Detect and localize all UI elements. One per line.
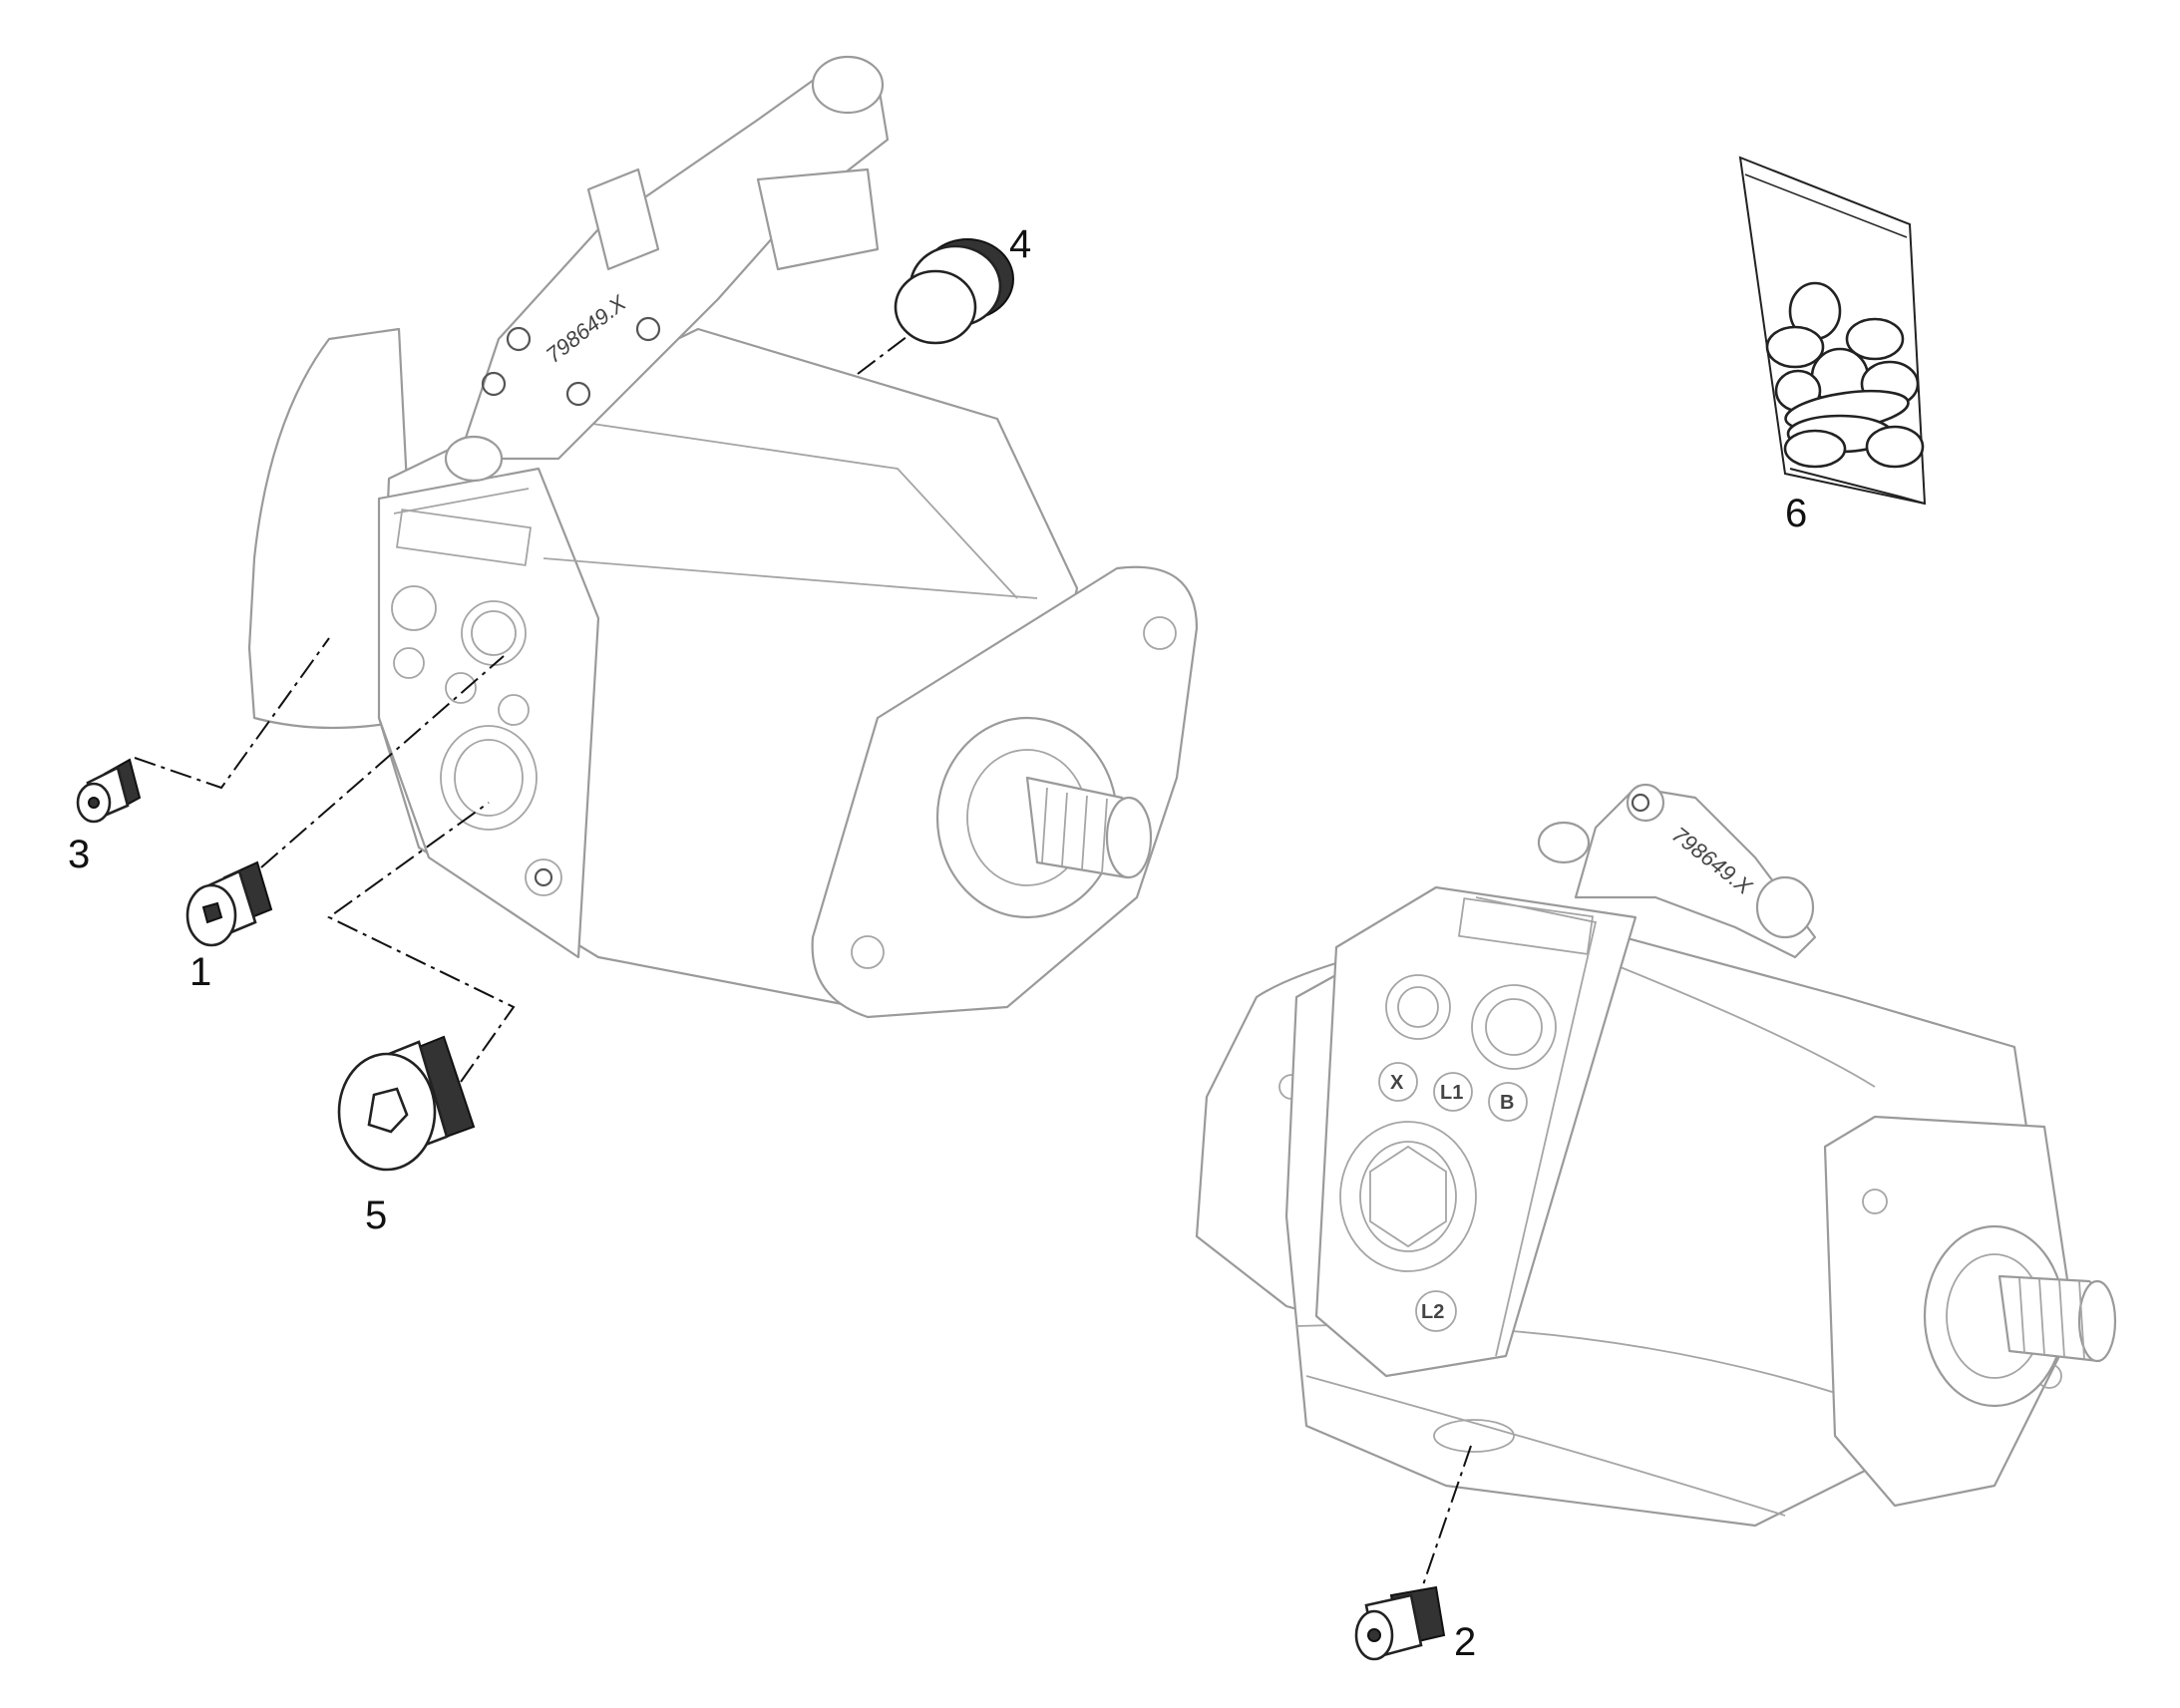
control-valve-left: 798649.X	[444, 55, 890, 483]
callout-4: 4	[1009, 222, 1031, 266]
leader-1	[260, 655, 505, 868]
leader-2	[1415, 1445, 1472, 1606]
callout-labels: 1 2 3 4 5 6	[68, 222, 1807, 1664]
callout-5: 5	[365, 1194, 387, 1237]
part-2-plug	[1354, 1585, 1446, 1661]
port-label-x: X	[1390, 1072, 1404, 1094]
callout-2: 2	[1454, 1620, 1476, 1664]
callout-1: 1	[189, 950, 211, 994]
hydraulic-pump-left: 798649.X	[247, 55, 1199, 1019]
callout-3: 3	[68, 833, 90, 876]
part-4-cap-plug	[894, 238, 1014, 345]
leader-lines	[134, 320, 1472, 1606]
callout-6: 6	[1785, 492, 1807, 535]
part-1-medium-plug	[185, 860, 273, 947]
drive-shaft-left	[1025, 776, 1153, 879]
leader-4	[857, 320, 928, 375]
hydraulic-pump-right: X L1 B L2 798649.X	[1195, 783, 2117, 1528]
leader-5	[327, 802, 516, 1083]
port-label-l1: L1	[1440, 1082, 1463, 1104]
drive-shaft-right	[1998, 1274, 2117, 1363]
leader-3	[134, 637, 330, 790]
part-3-small-plug	[76, 758, 142, 824]
part-6-seal-kit-bag	[1738, 156, 1927, 506]
part-5-large-plug	[337, 1035, 476, 1172]
control-valve-right: 798649.X	[1537, 783, 1817, 959]
port-label-b: B	[1500, 1092, 1514, 1114]
port-label-l2: L2	[1421, 1301, 1444, 1323]
